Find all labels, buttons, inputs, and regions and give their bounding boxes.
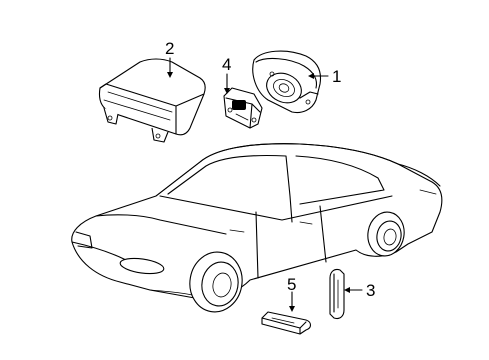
part-5-sensor-bar[interactable] <box>261 311 312 335</box>
part-4-sensor-module[interactable] <box>223 87 263 129</box>
callout-3: 3 <box>366 281 375 300</box>
callout-4: 4 <box>222 55 231 74</box>
leader-lines <box>167 57 363 312</box>
callout-5: 5 <box>287 275 296 294</box>
callout-2: 2 <box>165 39 174 58</box>
vehicle-sedan <box>71 143 443 313</box>
part-1-steering-wheel-airbag[interactable] <box>252 50 322 114</box>
part-3-side-airbag[interactable] <box>329 268 345 320</box>
callout-1: 1 <box>332 67 341 86</box>
part-2-passenger-airbag[interactable] <box>98 58 206 143</box>
